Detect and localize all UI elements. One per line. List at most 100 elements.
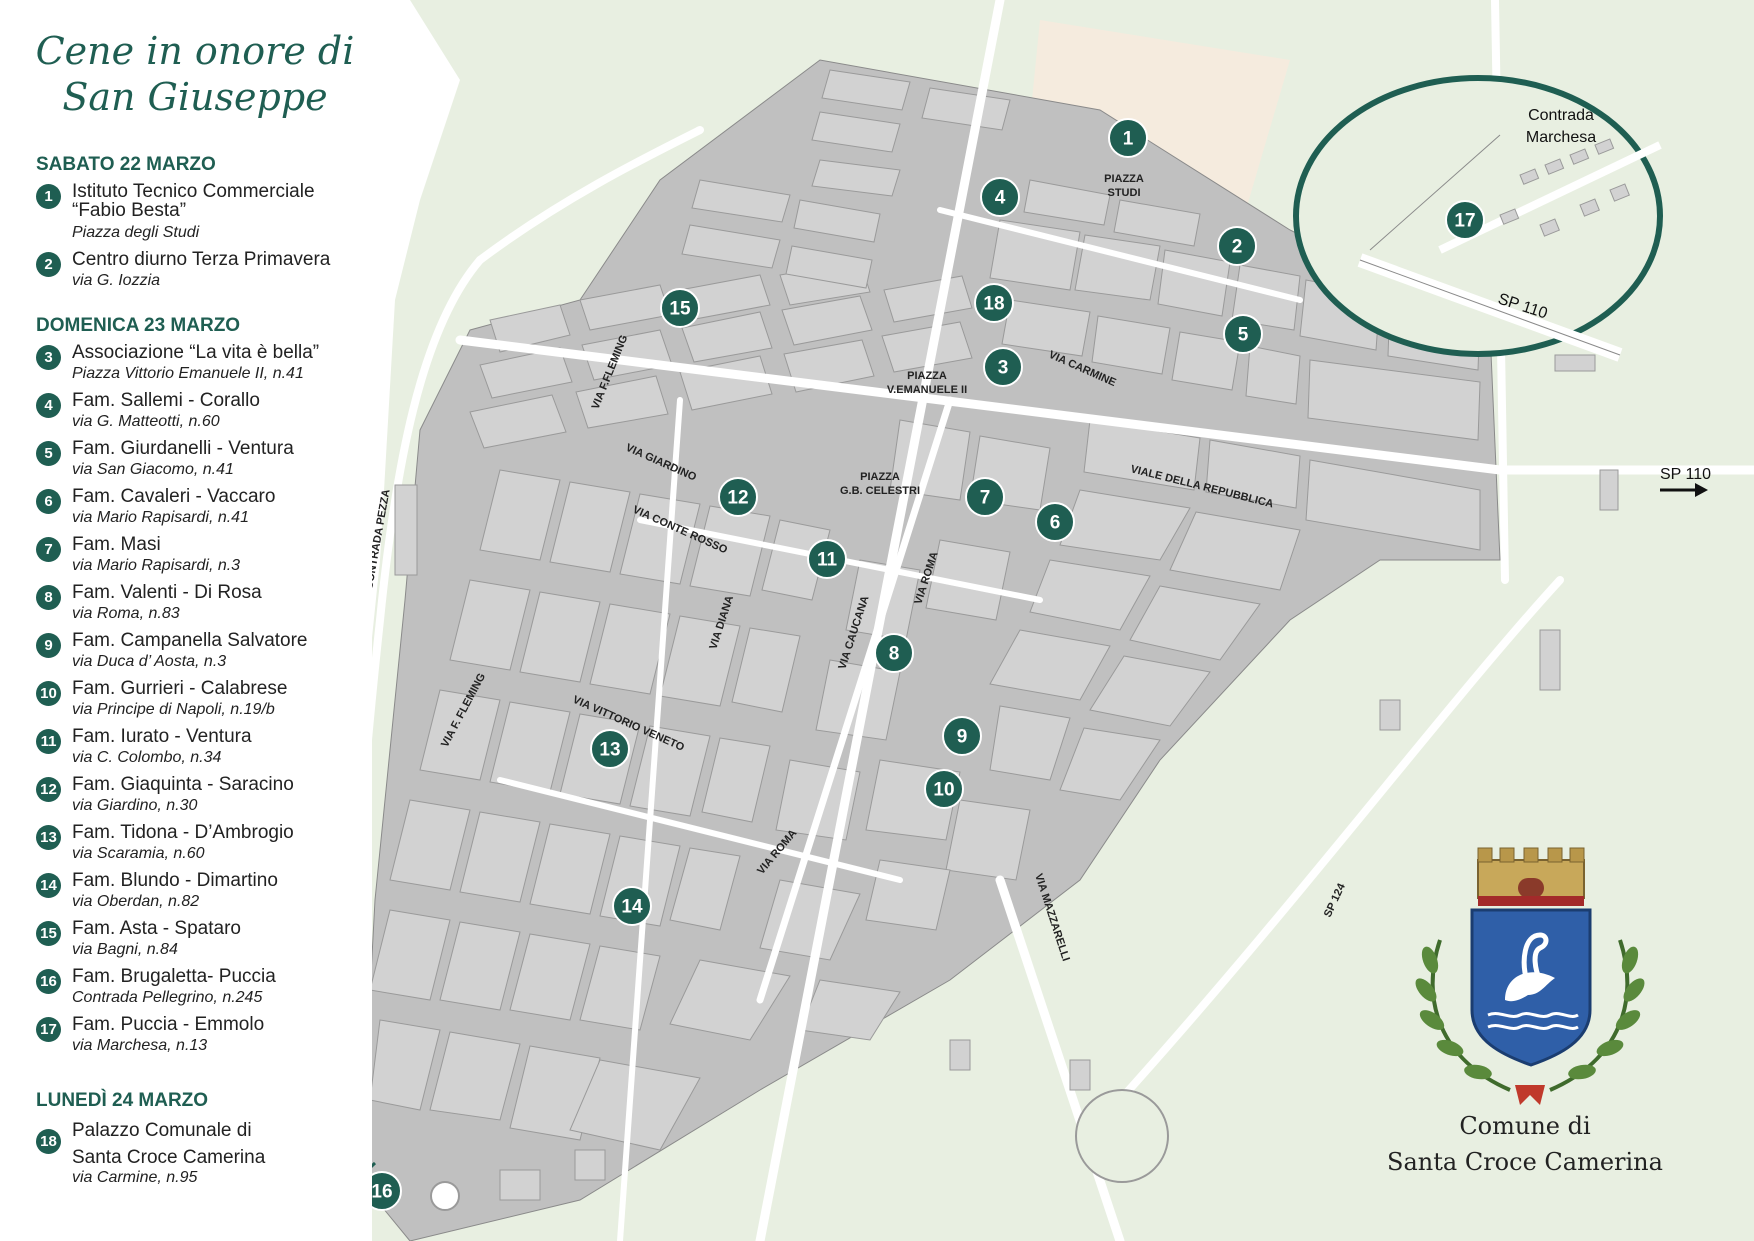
legend-entry-address: via G. Matteotti, n.60 xyxy=(72,413,220,430)
legend-entry-address: via Carmine, n.95 xyxy=(72,1169,198,1186)
map-marker-number: 16 xyxy=(371,1182,392,1203)
label-piazza-studi-1: PIAZZA xyxy=(1104,173,1144,185)
legend-entry-name: Fam. Asta - Spataro xyxy=(72,918,241,939)
legend-entry-name: Istituto Tecnico Commerciale “Fabio Best… xyxy=(72,181,315,221)
map-marker-4: 4 xyxy=(980,177,1020,217)
map-marker-number: 8 xyxy=(889,644,900,665)
legend-entry-name: Fam. Valenti - Di Rosa xyxy=(72,582,262,603)
map-marker-3: 3 xyxy=(983,347,1023,387)
legend-number-badge: 6 xyxy=(36,489,61,514)
legend-number-badge: 3 xyxy=(36,345,61,370)
legend-entry-address: via C. Colombo, n.34 xyxy=(72,749,222,766)
map-marker-number: 17 xyxy=(1454,211,1475,232)
map-marker-number: 4 xyxy=(995,188,1006,209)
legend-entry-name: Fam. Masi xyxy=(72,534,161,555)
map-marker-number: 18 xyxy=(983,294,1004,315)
legend-entry-address: via Scaramia, n.60 xyxy=(72,845,205,862)
legend-entry-name: Fam. Giaquinta - Saracino xyxy=(72,774,294,795)
main-roads xyxy=(345,0,1754,1241)
page-title: Cene in onore di San Giuseppe xyxy=(30,28,360,120)
map-marker-7: 7 xyxy=(965,477,1005,517)
map-marker-1: 1 xyxy=(1108,118,1148,158)
map-marker-5: 5 xyxy=(1223,314,1263,354)
map-marker-circle xyxy=(942,716,982,756)
legend-number-badge: 17 xyxy=(36,1017,61,1042)
arrow-right-icon xyxy=(1660,483,1708,497)
legend-entry-address: via Roma, n.83 xyxy=(72,605,180,622)
map-marker-number: 6 xyxy=(1050,513,1061,534)
outer-buildings xyxy=(394,354,1619,1201)
legend-entry-name: Fam. Iurato - Ventura xyxy=(72,726,252,747)
legend-number-badge: 18 xyxy=(36,1129,61,1154)
map-marker-circle xyxy=(807,539,847,579)
map-marker-number: 9 xyxy=(957,727,968,748)
legend-entry-address: Piazza degli Studi xyxy=(72,224,200,241)
legend-number-badge: 4 xyxy=(36,393,61,418)
map-marker-number: 15 xyxy=(669,299,691,320)
legend-entry-name: Fam. Cavaleri - Vaccaro xyxy=(72,486,276,507)
legend-entry-name: Fam. Tidona - D’Ambrogio xyxy=(72,822,294,843)
map-marker-circle xyxy=(965,477,1005,517)
title-line-1: Cene in onore di xyxy=(35,29,355,73)
legend-number-badge: 15 xyxy=(36,921,61,946)
legend-number-badge: 11 xyxy=(36,729,61,754)
legend-number-badge: 16 xyxy=(36,969,61,994)
legend-entry-name: Fam. Gurrieri - Calabrese xyxy=(72,678,288,699)
legend-entry-address: via Giardino, n.30 xyxy=(72,797,198,814)
legend-entry-name: Fam. Brugaletta- Puccia xyxy=(72,966,276,987)
map-marker-14: 14 xyxy=(612,886,652,926)
legend-entry-address: Contrada Pellegrino, n.245 xyxy=(72,989,263,1006)
map-marker-number: 10 xyxy=(933,780,954,801)
label-piazza-ve-1: PIAZZA xyxy=(907,370,947,382)
map-marker-circle xyxy=(590,729,630,769)
map-marker-circle xyxy=(1217,226,1257,266)
label-piazza-ve-2: V.EMANUELE II xyxy=(887,384,967,396)
day-heading-monday: LUNEDÌ 24 MARZO xyxy=(36,1090,209,1111)
legend-entry-address: via Mario Rapisardi, n.3 xyxy=(72,557,241,574)
map-marker-number: 12 xyxy=(727,488,748,509)
square-labels: PIAZZA STUDI PIAZZA V.EMANUELE II PIAZZA… xyxy=(840,173,1144,497)
legend-entry-address: Piazza Vittorio Emanuele II, n.41 xyxy=(72,365,304,382)
map-marker-18: 18 xyxy=(974,283,1014,323)
legend-number-badge: 5 xyxy=(36,441,61,466)
legend-entry-address: via Mario Rapisardi, n.41 xyxy=(72,509,249,526)
legend-entry-address: via San Giacomo, n.41 xyxy=(72,461,234,478)
comune-caption: Comune di Santa Croce Camerina xyxy=(1375,1108,1675,1180)
legend-entry-name: Fam. Giurdanelli - Ventura xyxy=(72,438,294,459)
map-marker-2: 2 xyxy=(1217,226,1257,266)
legend-number-badge: 14 xyxy=(36,873,61,898)
legend-entry-address: via Oberdan, n.82 xyxy=(72,893,200,910)
map-marker-circle xyxy=(1035,502,1075,542)
legend-entry-name: Fam. Blundo - Dimartino xyxy=(72,870,278,891)
map-marker-11: 11 xyxy=(807,539,847,579)
title-line-2: San Giuseppe xyxy=(62,75,328,119)
map-marker-number: 1 xyxy=(1123,129,1134,150)
map-marker-circle xyxy=(924,769,964,809)
legend-entry-address: via Principe di Napoli, n.19/b xyxy=(72,701,275,718)
map-marker-circle xyxy=(612,886,652,926)
map-marker-circle xyxy=(660,288,700,328)
map-marker-circle xyxy=(983,347,1023,387)
day-heading-saturday: SABATO 22 MARZO xyxy=(36,154,216,175)
legend-number-badge: 1 xyxy=(36,184,61,209)
map-marker-17: 17 xyxy=(1445,200,1485,240)
map-marker-circle xyxy=(980,177,1020,217)
legend-sidebar: Cene in onore di San Giuseppe SABATO 22 … xyxy=(0,0,372,1241)
map-marker-10: 10 xyxy=(924,769,964,809)
legend-number-badge: 10 xyxy=(36,681,61,706)
legend-entry-name: Fam. Sallemi - Corallo xyxy=(72,390,260,411)
legend-entry-name: Centro diurno Terza Primavera xyxy=(72,249,331,270)
comune-line-1: Comune di xyxy=(1459,1112,1591,1140)
legend-entry-address: via Duca d’ Aosta, n.3 xyxy=(72,653,227,670)
map-marker-circle xyxy=(1108,118,1148,158)
map-marker-number: 2 xyxy=(1232,237,1243,258)
map-marker-number: 5 xyxy=(1238,325,1249,346)
map-marker-number: 11 xyxy=(817,550,838,571)
map-marker-circle xyxy=(718,477,758,517)
map-marker-number: 14 xyxy=(621,897,643,918)
legend-entry-address: via Bagni, n.84 xyxy=(72,941,178,958)
map-marker-16: 16 xyxy=(362,1171,402,1211)
inset-label-contrada: Contrada xyxy=(1528,107,1594,124)
map-marker-circle xyxy=(1445,200,1485,240)
